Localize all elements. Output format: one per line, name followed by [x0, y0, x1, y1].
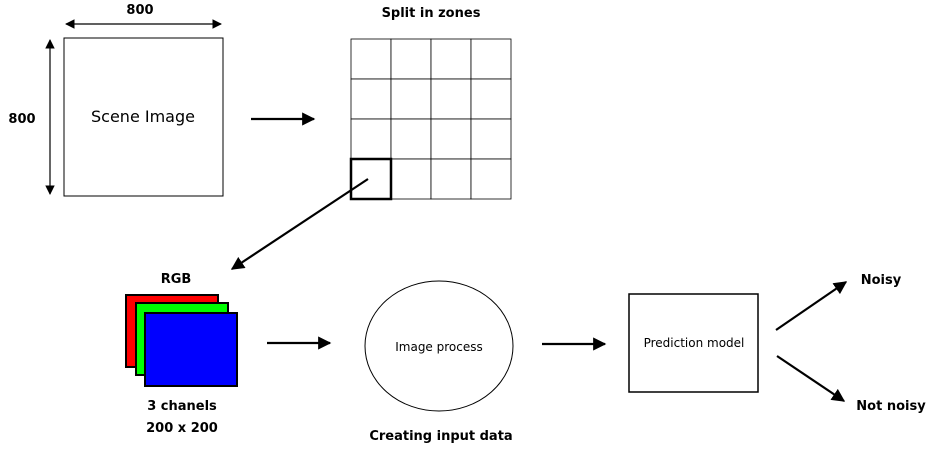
- zone-cell: [430, 118, 472, 160]
- zone-cell: [470, 78, 512, 120]
- blue-channel: [144, 312, 238, 387]
- zone-cell: [470, 118, 512, 160]
- zone-cell: [350, 158, 392, 200]
- zone-cell: [350, 118, 392, 160]
- channels-label: 3 chanels: [147, 399, 217, 414]
- height-dimension-label: 800: [8, 112, 35, 127]
- zone-cell: [390, 118, 432, 160]
- grid-title: Split in zones: [382, 6, 481, 21]
- prediction-model-group: Prediction model: [628, 293, 759, 393]
- zone-cell: [390, 158, 432, 200]
- zone-cell: [430, 78, 472, 120]
- zone-cell: [350, 38, 392, 80]
- zone-grid-group: Split in zones: [349, 6, 512, 201]
- zone-cell: [470, 38, 512, 80]
- rgb-group: RGB 3 chanels 200 x 200: [125, 272, 238, 436]
- image-process-group: Image process Creating input data: [364, 280, 514, 444]
- zone-cell: [350, 78, 392, 120]
- creating-input-data-caption: Creating input data: [369, 429, 512, 444]
- rgb-title: RGB: [161, 272, 192, 287]
- zone-cell: [430, 38, 472, 80]
- highlighted-zone: [349, 157, 393, 201]
- scene-image-label: Scene Image: [91, 107, 195, 126]
- not-noisy-output-label: Not noisy: [856, 399, 926, 414]
- zone-cell: [390, 38, 432, 80]
- scene-image-group: 800 800 Scene Image: [8, 3, 224, 197]
- model-to-noisy-arrow: [775, 281, 848, 331]
- noisy-output-label: Noisy: [861, 273, 902, 288]
- image-process-ellipse: [364, 280, 514, 412]
- zone-cell: [430, 158, 472, 200]
- prediction-model-label: Prediction model: [644, 336, 745, 350]
- prediction-model-box: [628, 293, 759, 393]
- model-to-not-noisy-arrow: [776, 355, 846, 402]
- width-dimension-label: 800: [126, 3, 153, 18]
- size-label: 200 x 200: [146, 421, 218, 436]
- image-process-label: Image process: [395, 340, 483, 354]
- zone-to-rgb-arrow: [230, 178, 369, 270]
- scene-image-box: [63, 37, 224, 197]
- zone-cell: [470, 158, 512, 200]
- zone-cell: [390, 78, 432, 120]
- zone-grid: [350, 38, 512, 200]
